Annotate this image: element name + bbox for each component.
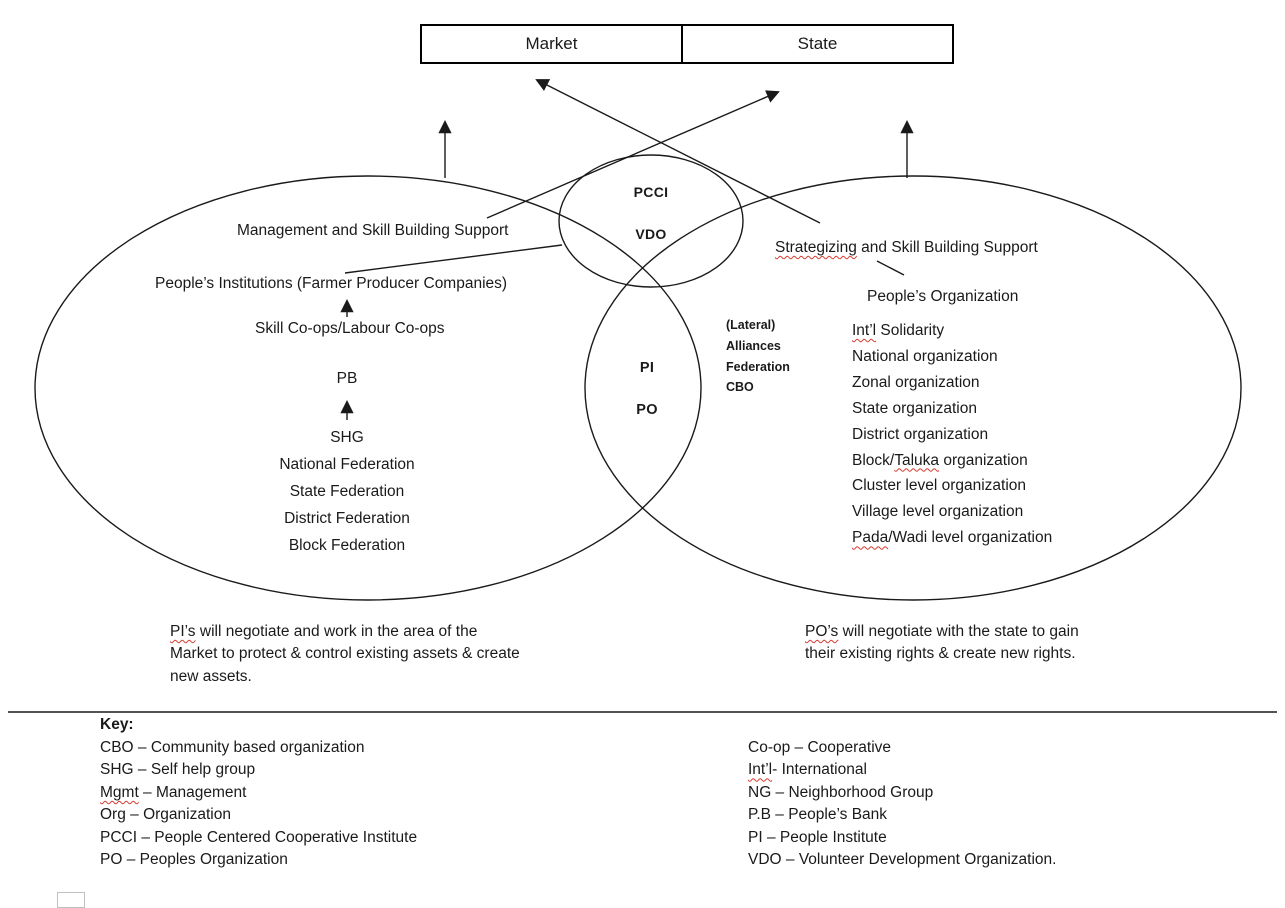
text-line: PCCI – People Centered Cooperative Insti… <box>100 828 418 846</box>
pcci-vdo-circle <box>558 154 744 288</box>
page-edge-fragment <box>57 892 85 908</box>
left-leader-line <box>344 244 563 274</box>
right-leader-line <box>876 260 905 276</box>
skill-coops-label: Skill Co-ops/Labour Co-ops <box>255 320 445 337</box>
market-state-table: Market State <box>420 24 954 64</box>
text-line: Mgmt – Management <box>100 783 247 801</box>
text-line: Zonal organization <box>852 373 980 391</box>
left-ellipse <box>34 175 702 601</box>
text-line: State organization <box>852 399 977 417</box>
text-line: (Lateral) <box>726 318 776 332</box>
text-line: Strategizing and Skill Building Support <box>775 239 1038 256</box>
market-box: Market <box>422 26 683 62</box>
arrow-to-state <box>486 90 780 219</box>
text-line: PO’s will negotiate with the state to ga… <box>805 623 1079 640</box>
text-line: Int’l- International <box>748 761 867 779</box>
pb-label: PB <box>336 370 358 387</box>
po-label: PO <box>636 402 658 418</box>
text-line: PI – People Institute <box>748 828 887 846</box>
pi-label: PI <box>639 360 655 376</box>
text-line: CBO – Community based organization <box>100 739 365 756</box>
text-line: Pada/Wadi level organization <box>852 529 1053 547</box>
text-line: Block Federation <box>288 537 406 554</box>
state-box: State <box>683 26 952 62</box>
text-line: VDO – Volunteer Development Organization… <box>748 851 1057 869</box>
text-line: Cluster level organization <box>852 477 1027 495</box>
market-label: Market <box>525 34 578 53</box>
text-line: Village level organization <box>852 503 1024 521</box>
text-line: PI’s will negotiate and work in the area… <box>170 623 478 640</box>
text-line: National Federation <box>279 456 415 473</box>
po-note-paragraph: PO’s will negotiate with the state to ga… <box>805 621 1079 666</box>
right-ellipse <box>584 175 1242 601</box>
text-line: District Federation <box>284 510 410 527</box>
text-line: SHG <box>330 429 364 446</box>
state-label: State <box>797 34 838 53</box>
management-support-label: Management and Skill Building Support <box>237 222 509 239</box>
peoples-institutions-label: People’s Institutions (Farmer Producer C… <box>155 275 508 292</box>
text-line: Co-op – Cooperative <box>748 739 892 756</box>
pcci-label: PCCI <box>633 184 669 200</box>
pi-note-paragraph: PI’s will negotiate and work in the area… <box>170 621 520 688</box>
peoples-organization-label: People’s Organization <box>867 288 1019 305</box>
text-line: new assets. <box>170 667 252 685</box>
text-line: Federation <box>726 359 790 374</box>
text-line: National organization <box>852 347 998 365</box>
text-line: SHG – Self help group <box>100 761 256 779</box>
vdo-label: VDO <box>635 226 667 242</box>
text-line: Org – Organization <box>100 806 231 824</box>
strategizing-support-label: Strategizing and Skill Building Support <box>775 238 1038 257</box>
text-line: Market to protect & control existing ass… <box>170 645 520 663</box>
key-title: Key: <box>100 716 134 733</box>
text-line: Block/Taluka organization <box>852 451 1028 469</box>
text-line: NG – Neighborhood Group <box>748 783 934 801</box>
arrow-to-market <box>535 79 821 224</box>
text-line: PO – Peoples Organization <box>100 851 288 869</box>
text-line: Int’l Solidarity <box>852 322 945 339</box>
text-line: CBO <box>726 380 754 395</box>
text-line: P.B – People’s Bank <box>748 806 888 824</box>
text-line: State Federation <box>289 483 405 500</box>
text-line: District organization <box>852 425 989 443</box>
text-line: Alliances <box>726 338 781 353</box>
text-line: their existing rights & create new right… <box>805 645 1076 663</box>
